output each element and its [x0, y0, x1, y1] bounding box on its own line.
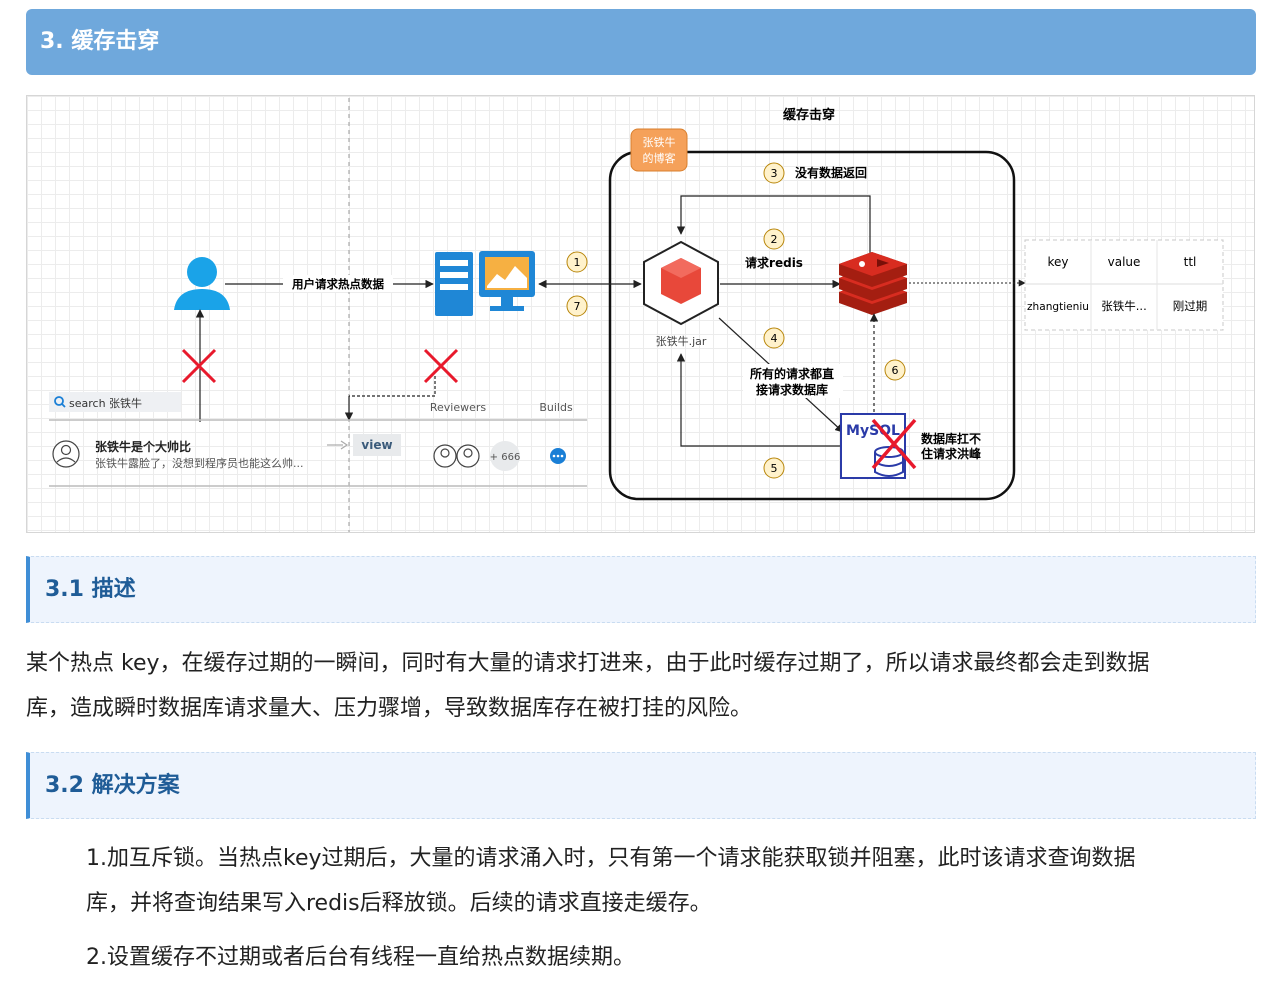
step-badge-4: 4	[763, 327, 785, 349]
view-button[interactable]	[353, 434, 401, 456]
section-header-bar: 3. 缓存击穿	[26, 9, 1256, 75]
cache-cell-ttl: 刚过期	[1173, 299, 1208, 313]
svg-text:5: 5	[771, 462, 778, 475]
no-data-return-arrow	[676, 195, 871, 256]
user-icon	[174, 257, 230, 310]
diagram-title: 缓存击穿	[783, 107, 835, 123]
section-title: 3. 缓存击穿	[40, 29, 160, 54]
svg-text:1: 1	[574, 256, 581, 269]
step4-label-bg	[743, 364, 843, 398]
step-badge-6: 6	[884, 359, 906, 381]
step3-label: 没有数据返回	[795, 165, 867, 180]
svg-text:+ 666: + 666	[490, 452, 521, 463]
solution-1-line-1: 1.加互斥锁。当热点key过期后，大量的请求涌入时，只有第一个请求能获取锁并阻塞…	[86, 846, 1136, 871]
db-return-arrow	[676, 353, 841, 447]
cache-cell-value: 张铁牛...	[1101, 299, 1146, 313]
blog-tag: 张铁牛 的博客	[630, 128, 688, 172]
cache-breakdown-diagram: 缓存击穿 张铁牛 的博客 用户请求热点数据	[26, 95, 1255, 533]
view-widget: search 张铁牛 Reviewers Builds 张铁牛是个大帅比 张铁牛…	[49, 392, 587, 487]
cache-header-value: value	[1108, 255, 1141, 269]
item-title: 张铁牛是个大帅比	[95, 439, 191, 454]
svg-text:4: 4	[771, 332, 778, 345]
step-badge-5: 5	[763, 457, 785, 479]
svg-text:MySQL: MySQL	[846, 423, 900, 439]
redis-icon	[839, 252, 907, 315]
description-line-1: 某个热点 key，在缓存过期的一瞬间，同时有大量的请求打进来，由于此时缓存过期了…	[26, 651, 1150, 676]
cache-header-key: key	[1047, 255, 1068, 269]
step-badge-3: 3	[763, 162, 785, 184]
blocked-cross-icon	[181, 348, 217, 384]
svg-text:2: 2	[771, 233, 778, 246]
solution-1-line-2: 库，并将查询结果写入redis后释放锁。后续的请求直接走缓存。	[86, 891, 712, 916]
col-reviewers: Reviewers	[430, 401, 487, 414]
blocked-cross-icon	[423, 348, 459, 384]
cache-cell-key: zhangtieniu	[1027, 300, 1089, 313]
svg-text:3: 3	[771, 167, 778, 180]
user-arrow-label: 用户请求热点数据	[291, 277, 384, 291]
step-badge-2: 2	[763, 228, 785, 250]
step-badge-7: 7	[566, 295, 588, 317]
step4-label-line1: 所有的请求都直	[750, 366, 834, 381]
search-icon	[54, 396, 64, 406]
section-31-title: 3.1 描述	[45, 577, 136, 602]
db-failed-cross-icon	[871, 418, 917, 470]
item-subtitle: 张铁牛露脸了，没想到程序员也能这么帅...	[95, 456, 304, 470]
app-jar-icon	[643, 240, 719, 326]
web-server-icon	[435, 251, 535, 316]
step2-label: 请求redis	[745, 255, 803, 270]
count-badge	[490, 441, 520, 471]
user-arrow-label-bg	[283, 275, 393, 292]
cache-header-ttl: ttl	[1184, 255, 1197, 269]
diagram-canvas: 缓存击穿 张铁牛 的博客 用户请求热点数据	[49, 98, 1224, 532]
search-text: search 张铁牛	[69, 396, 142, 410]
solution-2: 2.设置缓存不过期或者后台有线程一直给热点数据续期。	[86, 945, 635, 970]
db-label-line2: 住请求洪峰	[921, 446, 982, 461]
step4-label-line2: 接请求数据库	[756, 382, 828, 397]
col-builds: Builds	[539, 401, 573, 414]
svg-text:张铁牛: 张铁牛	[643, 135, 676, 149]
section-32-title: 3.2 解决方案	[45, 773, 180, 798]
service-boundary	[608, 150, 1016, 501]
svg-text:的博客: 的博客	[643, 151, 676, 165]
description-line-2: 库，造成瞬时数据库请求量大、压力骤增，导致数据库存在被打挂的风险。	[26, 696, 753, 721]
cache-table: key value ttl zhangtieniu 张铁牛... 刚过期	[1024, 239, 1224, 331]
svg-text:6: 6	[892, 364, 899, 377]
section-32-header: 3.2 解决方案	[26, 752, 1256, 819]
search-box[interactable]	[49, 392, 181, 412]
section-31-header: 3.1 描述	[26, 556, 1256, 623]
reviewer-avatars-icon	[433, 444, 480, 468]
step-badge-1: 1	[566, 251, 588, 273]
svg-text:7: 7	[574, 300, 581, 313]
app-label: 张铁牛.jar	[656, 334, 707, 348]
db-label-line1: 数据库扛不	[921, 431, 981, 446]
svg-text:view: view	[361, 438, 392, 452]
